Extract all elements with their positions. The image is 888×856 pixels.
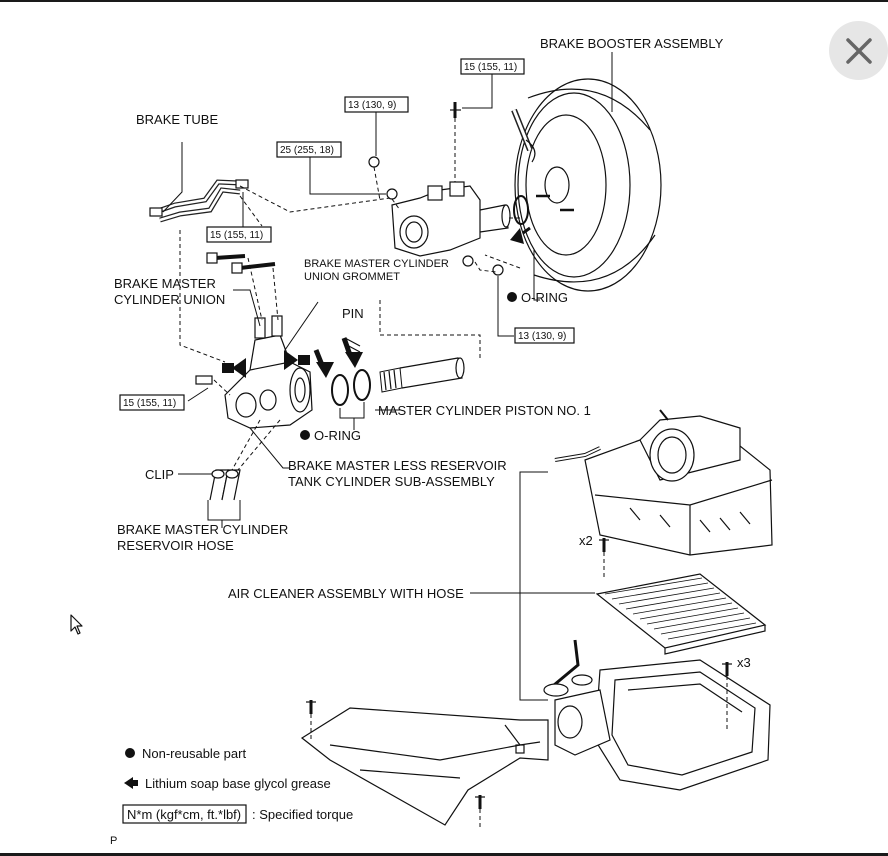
- dashed-guides: [179, 118, 728, 830]
- label-piston: MASTER CYLINDER PISTON NO. 1: [378, 403, 591, 418]
- legend-grease: Lithium soap base glycol grease: [145, 776, 331, 791]
- label-grommet-line1: BRAKE MASTER CYLINDER: [304, 258, 449, 270]
- bottom-border: [0, 853, 888, 856]
- label-hose-line2: RESERVOIR HOSE: [117, 538, 234, 553]
- label-cyl-sub-line1: BRAKE MASTER LESS RESERVOIR: [288, 458, 507, 473]
- mouse-pointer-icon: [70, 614, 83, 635]
- clip-hose-drawing: [209, 469, 241, 501]
- air-cleaner-upper-drawing: [554, 409, 773, 556]
- label-x3: x3: [737, 655, 751, 670]
- page-marker: P: [110, 835, 117, 847]
- top-border: [0, 0, 888, 2]
- legend-torque-box: [122, 804, 247, 824]
- torque-13b: 13 (130, 9): [518, 331, 566, 342]
- torque-top: 15 (155, 11): [464, 62, 517, 73]
- label-air-cleaner: AIR CLEANER ASSEMBLY WITH HOSE: [228, 586, 464, 601]
- label-brake-tube: BRAKE TUBE: [136, 112, 218, 127]
- label-union-line2: CYLINDER UNION: [114, 292, 225, 307]
- brake-tube-drawing: [149, 179, 249, 223]
- piston-drawing: [379, 357, 465, 393]
- torque-25: 25 (255, 18): [280, 145, 334, 156]
- close-button[interactable]: [829, 21, 888, 80]
- legend-dot-icon: [125, 748, 135, 758]
- label-cyl-sub-line2: TANK CYLINDER SUB-ASSEMBLY: [288, 474, 495, 489]
- label-clip: CLIP: [145, 467, 174, 482]
- close-icon: [845, 37, 872, 64]
- non-reusable-dot: [300, 430, 310, 440]
- small-bolts-drawing: [306, 538, 732, 809]
- label-pin: PIN: [342, 306, 364, 321]
- label-union-line1: BRAKE MASTER: [114, 276, 216, 291]
- torque-boxes: [119, 58, 575, 411]
- legend-arrow-icon: [124, 777, 133, 789]
- legend-torque-unit: N*m (kgf*cm, ft.*lbf): [127, 807, 241, 822]
- label-o-ring-right: O-RING: [521, 290, 568, 305]
- master-cylinder-lower-drawing: [195, 315, 363, 429]
- torque-13a: 13 (130, 9): [348, 100, 396, 111]
- label-x2: x2: [579, 533, 593, 548]
- non-reusable-dot: [507, 292, 517, 302]
- label-brake-booster: BRAKE BOOSTER ASSEMBLY: [540, 36, 724, 51]
- legend-non-reusable: Non-reusable part: [142, 746, 246, 761]
- union-bolts-drawing: [206, 252, 276, 274]
- leader-lines: [162, 52, 613, 701]
- air-cleaner-lower-drawing: [543, 639, 771, 791]
- o-rings-drawing: [331, 369, 371, 406]
- label-grommet-line2: UNION GROMMET: [304, 271, 400, 283]
- label-o-ring-left: O-RING: [314, 428, 361, 443]
- legend-torque-desc: : Specified torque: [252, 807, 353, 822]
- legend: Non-reusable part Lithium soap base glyc…: [122, 746, 353, 824]
- torque-tube: 15 (155, 11): [210, 230, 263, 241]
- label-hose-line1: BRAKE MASTER CYLINDER: [117, 522, 288, 537]
- master-cylinder-upper-drawing: [368, 102, 511, 276]
- torque-left: 15 (155, 11): [123, 398, 176, 409]
- brake-booster-drawing: [510, 78, 662, 292]
- air-filter-drawing: [595, 573, 767, 655]
- air-duct-drawing: [300, 707, 549, 826]
